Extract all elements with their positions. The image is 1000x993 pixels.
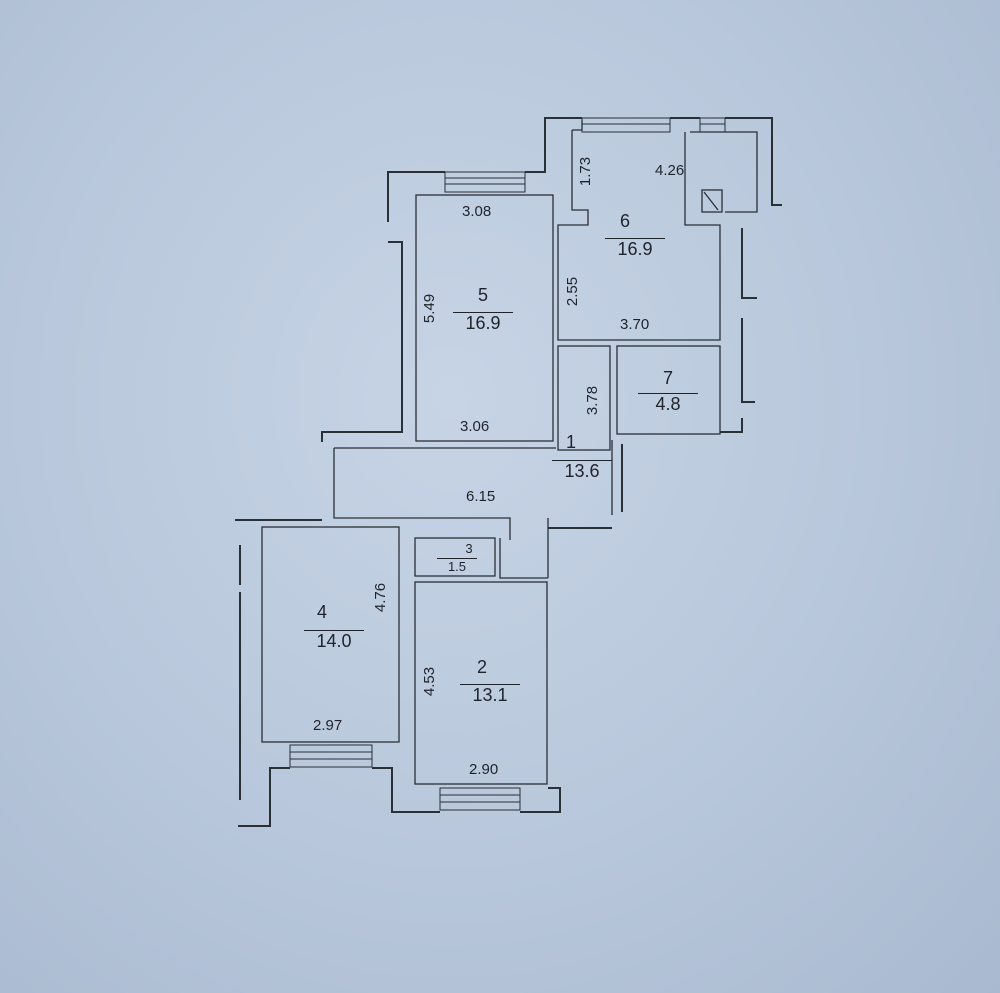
inner-walls — [261, 120, 758, 785]
room-1-number: 1 — [565, 432, 576, 452]
room-6-dim-3: 2.55 — [564, 276, 582, 307]
room-2-dim-bottom: 2.90 — [469, 761, 499, 778]
room-3-number: 3 — [465, 541, 473, 556]
room-3-area: 1.5 — [437, 558, 477, 574]
room-2-number: 2 — [476, 657, 487, 677]
room-7-area: 4.8 — [638, 393, 698, 415]
room-6-number: 6 — [619, 211, 630, 231]
room-5-area: 16.9 — [453, 312, 513, 334]
room-4-dim-side: 4.76 — [372, 582, 390, 613]
room-7-number: 7 — [662, 368, 673, 388]
room-6-dim-4: 3.70 — [620, 316, 650, 333]
room-6-dim-1: 1.73 — [577, 156, 595, 187]
room-2-area: 13.1 — [460, 684, 520, 706]
room-6-area: 16.9 — [605, 238, 665, 260]
room-5-dim-top: 3.08 — [462, 203, 492, 220]
room-5-dim-bottom: 3.06 — [460, 418, 490, 435]
room-4-dim-bottom: 2.97 — [313, 717, 343, 734]
room-4-area: 14.0 — [304, 630, 364, 652]
vent-shaft-icon — [701, 189, 723, 213]
outer-walls — [235, 117, 782, 827]
windows — [289, 117, 726, 811]
room-1-dim-side: 3.78 — [584, 385, 602, 416]
room-5-dim-side: 5.49 — [421, 293, 439, 324]
room-1-dim-bottom: 6.15 — [466, 488, 496, 505]
room-4-number: 4 — [316, 602, 327, 622]
room-2-dim-side: 4.53 — [421, 666, 439, 697]
room-5-number: 5 — [477, 285, 488, 305]
room-6-dim-2: 4.26 — [655, 162, 685, 179]
room-1-area: 13.6 — [552, 460, 612, 482]
